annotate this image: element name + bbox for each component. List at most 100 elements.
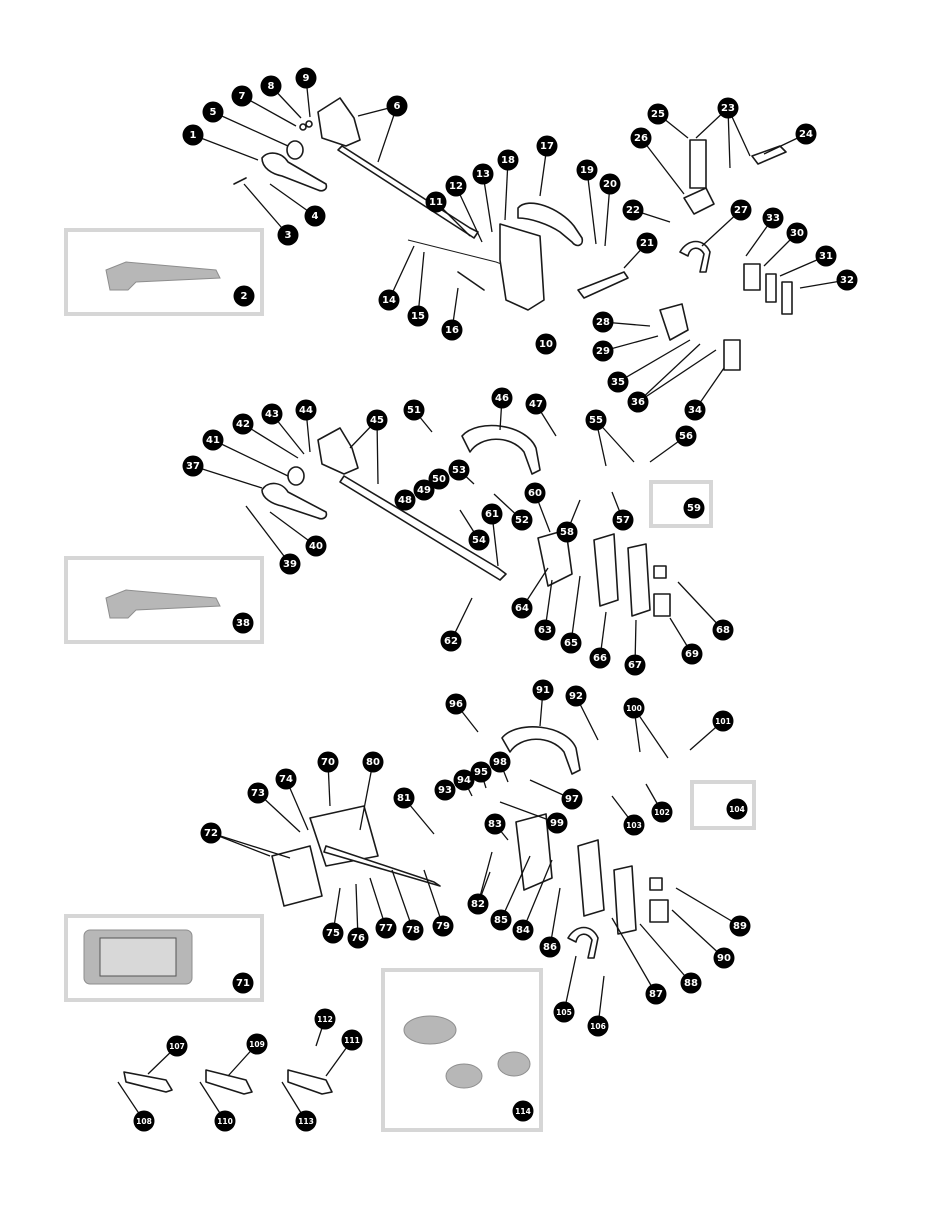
callout-number: 103 — [626, 821, 642, 830]
shim-69 — [653, 593, 671, 617]
callout-number: 14 — [382, 295, 396, 306]
callout-circle — [233, 285, 255, 307]
callout-number: 65 — [564, 638, 578, 649]
retainer-27 — [679, 240, 711, 273]
callout-circle — [453, 769, 475, 791]
callout-number: 20 — [603, 179, 617, 190]
callout-number: 22 — [626, 205, 640, 216]
callout-circle — [612, 509, 634, 531]
callout-34: 34 — [684, 399, 706, 421]
callout-9: 9 — [295, 67, 317, 89]
small-washer-8 — [305, 120, 313, 128]
callout-59: 59 — [683, 497, 705, 519]
callout-circle — [607, 371, 629, 393]
retainer-105 — [567, 926, 599, 959]
callout-circle — [214, 1110, 236, 1132]
callout-circle — [317, 751, 339, 773]
callout-70: 70 — [317, 751, 339, 773]
callout-number: 1 — [190, 130, 197, 141]
callout-circle — [786, 222, 808, 244]
callout-circle — [295, 399, 317, 421]
key-24 — [751, 145, 787, 165]
callout-circle — [511, 509, 533, 531]
callout-number: 92 — [569, 691, 583, 702]
callout-number: 79 — [436, 921, 450, 932]
leader-line-78 — [391, 869, 414, 931]
callout-32: 32 — [836, 269, 858, 291]
callout-circle — [589, 647, 611, 669]
callout-48: 48 — [394, 489, 416, 511]
callout-74: 74 — [275, 768, 297, 790]
callout-number: 21 — [640, 238, 654, 249]
callout-67: 67 — [624, 654, 646, 676]
callout-circle — [546, 812, 568, 834]
callout-circle — [815, 245, 837, 267]
callout-number: 23 — [721, 103, 735, 114]
leader-line-42 — [242, 423, 299, 459]
callout-circle — [393, 787, 415, 809]
callout-7: 7 — [231, 85, 253, 107]
callout-57: 57 — [612, 509, 634, 531]
small-washer-7 — [299, 123, 307, 131]
callout-10: 10 — [535, 333, 557, 355]
callout-circle — [560, 632, 582, 654]
callout-circle — [556, 521, 578, 543]
callout-number: 27 — [734, 205, 748, 216]
callout-labels: 1234567891011121314151617181920212223242… — [133, 67, 858, 1132]
callout-circle — [295, 67, 317, 89]
callout-circle — [534, 619, 556, 641]
callout-71: 71 — [232, 972, 254, 994]
callout-number: 114 — [515, 1107, 531, 1116]
callout-circle — [561, 788, 583, 810]
callout-number: 81 — [397, 793, 411, 804]
leader-lines — [117, 77, 848, 1122]
leader-line-85 — [500, 855, 531, 921]
leader-line-72-1 — [210, 832, 271, 857]
callout-number: 58 — [560, 527, 574, 538]
outside-handle-46 — [461, 424, 541, 475]
callout-104: 104 — [726, 798, 748, 820]
callout-63: 63 — [534, 619, 556, 641]
callout-94: 94 — [453, 769, 475, 791]
callout-circle — [553, 1001, 575, 1023]
callout-number: 46 — [495, 393, 509, 404]
callout-number: 69 — [685, 649, 699, 660]
callout-circle — [636, 232, 658, 254]
leader-line-41 — [212, 439, 289, 477]
latch-29 — [659, 303, 689, 341]
callout-number: 85 — [494, 915, 508, 926]
callout-number: 54 — [472, 535, 486, 546]
callout-number: 17 — [540, 141, 554, 152]
callout-circle — [624, 654, 646, 676]
callout-number: 100 — [626, 704, 642, 713]
plate-88 — [613, 865, 637, 935]
callout-number: 90 — [717, 953, 731, 964]
callout-112: 112 — [314, 1008, 336, 1030]
callout-circle — [182, 124, 204, 146]
callout-number: 3 — [285, 230, 292, 241]
shim-90 — [649, 899, 669, 923]
callout-circle — [585, 409, 607, 431]
callout-circle — [260, 75, 282, 97]
callout-75: 75 — [322, 922, 344, 944]
callout-number: 98 — [493, 757, 507, 768]
callout-circle — [434, 779, 456, 801]
callout-circle — [491, 387, 513, 409]
inset-frames — [64, 228, 756, 1132]
inset-clip-59 — [649, 480, 713, 528]
remote-control-plate — [317, 97, 361, 147]
callout-circle — [277, 224, 299, 246]
callout-100: 100 — [623, 697, 645, 719]
callout-circle — [489, 751, 511, 773]
callout-66: 66 — [589, 647, 611, 669]
callout-number: 34 — [688, 405, 702, 416]
callout-number: 91 — [536, 685, 550, 696]
callout-number: 29 — [596, 346, 610, 357]
callout-circle — [623, 697, 645, 719]
leader-line-15 — [417, 251, 425, 317]
callout-number: 60 — [528, 488, 542, 499]
callout-number: 18 — [501, 155, 515, 166]
callout-41: 41 — [202, 429, 224, 451]
callout-81: 81 — [393, 787, 415, 809]
